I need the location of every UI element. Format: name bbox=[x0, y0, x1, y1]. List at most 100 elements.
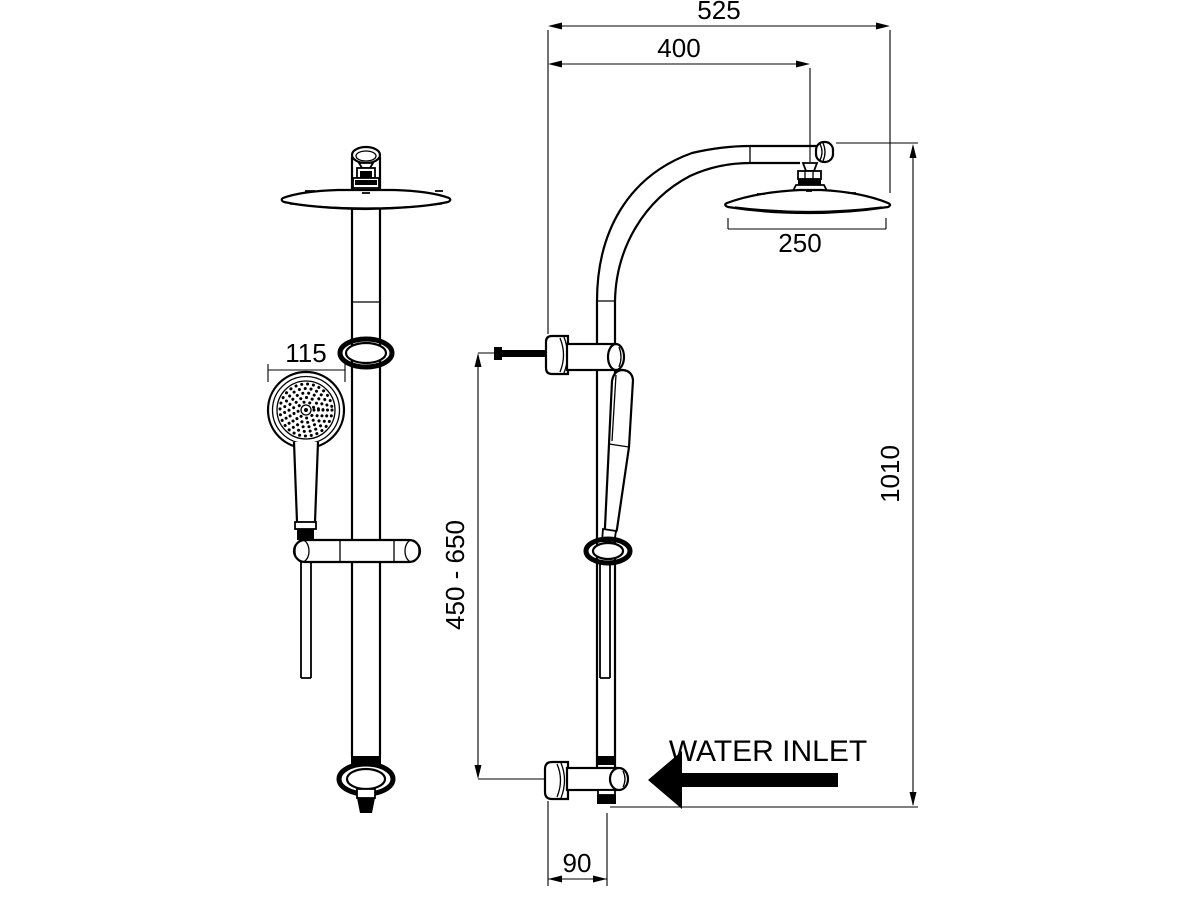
dim-115-label: 115 bbox=[285, 338, 326, 368]
joint-hex-nut bbox=[797, 170, 822, 180]
cap-rim-inner bbox=[355, 150, 377, 162]
bracket-holder-cap-arc bbox=[618, 346, 622, 368]
bottom-connector-collar bbox=[356, 788, 376, 799]
arm-inner-curve bbox=[613, 161, 800, 302]
front-rail bbox=[350, 157, 382, 757]
side-view bbox=[494, 140, 892, 804]
curved-arm bbox=[595, 140, 835, 302]
side-handset-outline bbox=[603, 368, 635, 536]
inlet-nut-dark bbox=[597, 795, 616, 804]
dim-arrow-right bbox=[876, 22, 890, 30]
locking-pin bbox=[501, 350, 547, 357]
bracket-wall-plate bbox=[544, 334, 570, 376]
spray-dot-ring bbox=[278, 382, 334, 438]
handset-face-circle bbox=[276, 380, 336, 440]
dimension-90: 90 bbox=[547, 801, 608, 886]
spray-dot-ring bbox=[287, 391, 325, 429]
dim-arrow-down bbox=[909, 792, 917, 806]
overhead-disc-rim bbox=[289, 203, 443, 209]
dim-450-650-label: 450 - 650 bbox=[440, 520, 470, 630]
inlet-elbow bbox=[543, 756, 630, 804]
dim-1010-label: 1010 bbox=[875, 445, 905, 503]
handset-center-ring bbox=[300, 404, 312, 416]
front-arm-end-cap bbox=[350, 145, 382, 189]
rail-lower-band bbox=[596, 756, 616, 765]
dim-525-label: 525 bbox=[697, 0, 740, 25]
side-hose bbox=[599, 562, 611, 679]
side-handset-detail bbox=[608, 374, 630, 448]
dim-arrow-left bbox=[548, 875, 562, 883]
cap-box-lower-dark bbox=[355, 180, 377, 185]
side-handset bbox=[601, 368, 635, 545]
slide-bar-seams bbox=[339, 541, 395, 561]
dimension-525: 525 bbox=[548, 0, 891, 193]
dimension-400: 400 bbox=[548, 33, 811, 162]
inlet-wall-flange bbox=[543, 760, 570, 801]
front-view: 115 bbox=[266, 145, 452, 813]
dimension-115: 115 bbox=[267, 338, 346, 382]
dimensions: 525 400 250 1010 bbox=[440, 0, 918, 886]
handle-body bbox=[294, 442, 318, 522]
dimension-450-650: 450 - 650 bbox=[440, 352, 544, 780]
side-ring-inner bbox=[591, 541, 625, 561]
ring-inner bbox=[344, 341, 388, 365]
slide-bar-left-cap bbox=[294, 539, 310, 563]
front-slide-bar bbox=[292, 538, 422, 564]
dim-250-label: 250 bbox=[778, 228, 821, 258]
ring-outer bbox=[337, 336, 395, 370]
rail-bottom-band bbox=[351, 756, 381, 764]
inlet-nut-collar bbox=[597, 789, 616, 796]
slide-bar-right-cap bbox=[404, 539, 420, 563]
water-inlet-arrow bbox=[648, 751, 838, 809]
dim-arrow-up bbox=[474, 353, 482, 367]
slide-bar-body bbox=[292, 538, 422, 564]
dim-arrow-up bbox=[909, 144, 917, 158]
side-retainer-ring bbox=[583, 536, 633, 566]
front-overhead-shower bbox=[280, 188, 452, 211]
joint-funnel bbox=[801, 162, 819, 172]
side-disc-rim bbox=[734, 206, 883, 213]
front-hose bbox=[300, 562, 312, 679]
water-inlet-callout: WATER INLET bbox=[648, 735, 867, 809]
joint-nut-facets bbox=[804, 171, 814, 179]
cap-box-upper-dark bbox=[360, 171, 372, 178]
dim-250-bracket bbox=[727, 218, 887, 230]
handset-center-dot bbox=[304, 408, 308, 412]
dim-arrow-right bbox=[593, 875, 607, 883]
overhead-disc bbox=[280, 188, 452, 211]
bottom-connector-dark bbox=[357, 798, 375, 813]
spray-dot-ring bbox=[292, 396, 320, 424]
slider-bracket bbox=[494, 334, 626, 376]
arm-outer-curve bbox=[595, 144, 817, 302]
dim-90-label: 90 bbox=[563, 848, 592, 878]
arm-end-cap-arcs bbox=[819, 142, 826, 162]
dimension-1010: 1010 bbox=[836, 142, 918, 806]
joint-dark-band bbox=[798, 179, 821, 185]
locking-pin-cap bbox=[494, 347, 502, 360]
dim-arrow-left bbox=[548, 22, 562, 30]
front-handset bbox=[266, 370, 346, 540]
handle-collar bbox=[294, 521, 317, 530]
spray-dot-ring bbox=[296, 400, 316, 420]
spray-dot-ring bbox=[283, 387, 329, 433]
dim-arrow-left bbox=[548, 60, 562, 68]
bottom-ring-inner bbox=[345, 767, 387, 791]
handle-edges bbox=[292, 441, 320, 523]
side-disc bbox=[724, 188, 892, 215]
side-disc-ticks bbox=[757, 190, 856, 195]
overhead-disc-ticks bbox=[305, 190, 443, 194]
dim-arrow-right bbox=[796, 60, 810, 68]
water-inlet-label: WATER INLET bbox=[669, 735, 867, 768]
side-overhead-shower bbox=[724, 188, 892, 215]
dim-400-label: 400 bbox=[657, 33, 700, 63]
front-rail-bottom bbox=[336, 756, 396, 813]
dim-115-lines bbox=[267, 364, 346, 382]
handle-nut-dark bbox=[297, 529, 314, 540]
inlet-body-cap-arc bbox=[622, 770, 626, 788]
side-ring-outer bbox=[583, 536, 633, 566]
inlet-flange-arcs bbox=[556, 762, 566, 799]
dim-450-extensions bbox=[478, 352, 544, 780]
front-retainer-ring bbox=[337, 336, 395, 370]
